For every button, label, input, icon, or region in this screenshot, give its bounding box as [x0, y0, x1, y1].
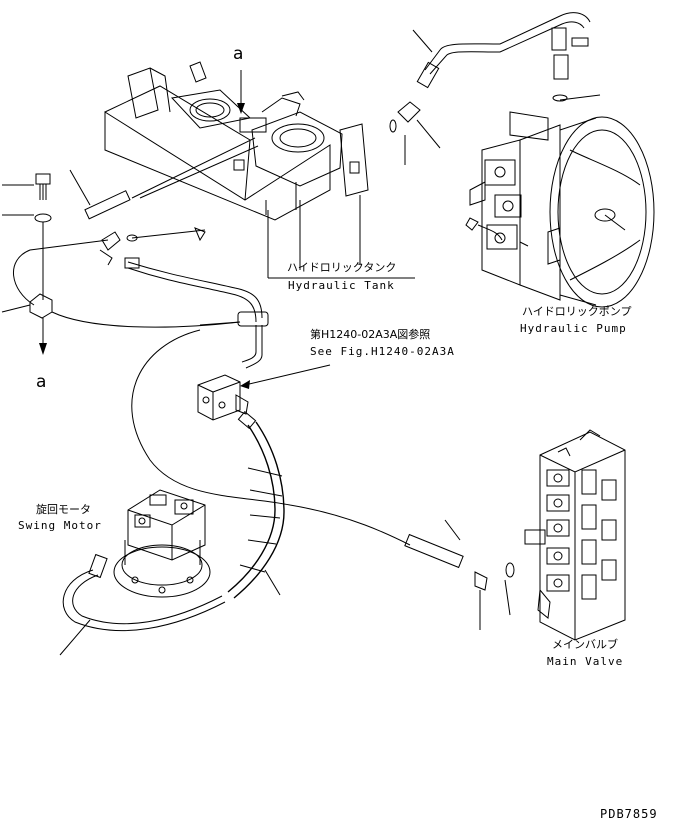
main-valve [524, 429, 626, 641]
relay-block [197, 374, 257, 430]
hydraulic-tank-label-jp: ハイドロリックタンク [287, 261, 397, 274]
swing-motor [88, 489, 211, 598]
figure-reference-label-jp: 第H1240-02A3A図参照 [310, 328, 431, 341]
marker-label-top: a [233, 44, 245, 64]
hydraulic-pump-label-jp: ハイドロリックポンプ [522, 305, 632, 318]
swing-motor-label-jp: 旋回モータ [36, 503, 91, 516]
hydraulic-tank-label-en: Hydraulic Tank [288, 279, 395, 292]
figure-reference-label-en: See Fig.H1240-02A3A [310, 345, 455, 358]
hydraulic-tank [104, 61, 369, 221]
pipe-to-main-valve [404, 533, 515, 591]
drawing-id: PDB7859 [600, 807, 658, 821]
hydraulic-pump [465, 111, 655, 308]
main-valve-label-en: Main Valve [547, 655, 624, 668]
marker-label-left: a [36, 372, 48, 392]
swing-motor-label-en: Swing Motor [18, 519, 102, 532]
hydraulic-pump-label-en: Hydraulic Pump [520, 322, 627, 335]
main-valve-label-jp: メインバルブ [552, 638, 618, 651]
hoses [13, 12, 591, 632]
bolt-washer-set [29, 173, 53, 355]
fittings [84, 27, 589, 269]
marker-arrow-top [237, 70, 245, 114]
